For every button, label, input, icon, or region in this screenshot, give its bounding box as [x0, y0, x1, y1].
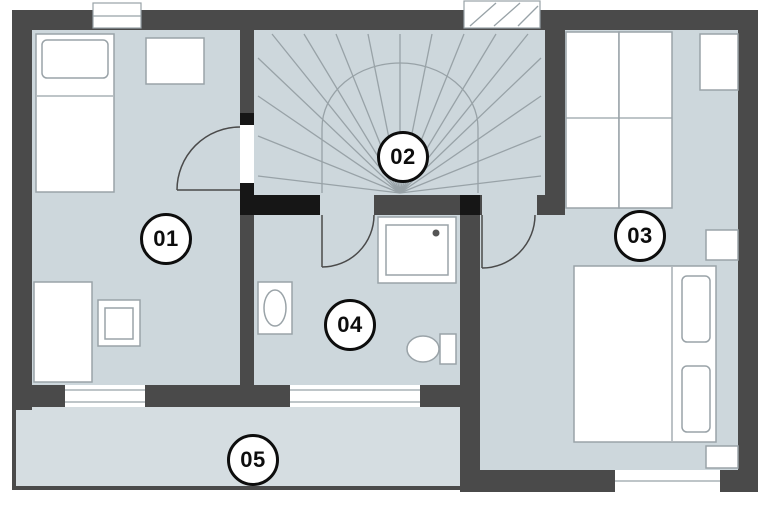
chimney-icon	[463, 0, 541, 29]
window	[65, 385, 145, 407]
doors	[176, 126, 536, 269]
wall-stub	[240, 183, 254, 215]
sink-basin	[263, 289, 287, 327]
room-number: 05	[240, 447, 266, 472]
pillow	[41, 39, 109, 79]
door-room01	[176, 126, 241, 191]
chimney-frame	[463, 0, 541, 29]
stair-tread	[399, 95, 542, 194]
chair-icon	[97, 299, 141, 347]
stair-tread	[257, 95, 401, 194]
room-03-furniture	[565, 31, 739, 469]
wardrobe-icon	[618, 31, 673, 209]
stair-walk-line	[321, 62, 479, 193]
wardrobe-outline	[565, 31, 620, 209]
door-swing-arc	[481, 214, 536, 269]
door-room03	[481, 214, 536, 269]
stair-tread	[399, 135, 542, 194]
roof-symbols	[92, 0, 541, 29]
double-bed-icon	[573, 265, 717, 443]
wall-stub	[254, 195, 320, 215]
wall-stub	[460, 195, 480, 215]
shower-drain	[432, 229, 440, 237]
chair-seat	[104, 307, 134, 340]
sink-icon	[257, 281, 293, 335]
door-swing-arc	[321, 214, 375, 268]
toilet-icon	[406, 333, 457, 365]
room-04-fixtures	[257, 216, 457, 365]
room-number: 03	[627, 223, 653, 248]
wardrobe-icon	[565, 31, 620, 209]
wall-room01-lower	[240, 190, 254, 387]
room-label-05: 05	[227, 434, 279, 486]
room-label-02: 02	[377, 131, 429, 183]
door-bathroom	[321, 214, 375, 268]
wall-stubs	[240, 113, 480, 215]
balcony-railing	[12, 407, 460, 490]
single-bed-icon	[35, 33, 115, 193]
room-label-03: 03	[614, 210, 666, 262]
room-number: 02	[390, 144, 416, 169]
stair-tread	[257, 57, 401, 194]
wall-stub	[240, 113, 254, 125]
nightstand-icon	[705, 445, 739, 469]
room-number: 04	[337, 312, 363, 337]
wall-right	[738, 10, 758, 492]
chimney-hatch	[469, 2, 497, 27]
roof-window-icon	[92, 2, 142, 29]
room-label-04: 04	[324, 299, 376, 351]
pillow	[681, 365, 711, 433]
toilet-bowl	[406, 335, 440, 363]
dresser-icon	[145, 37, 205, 85]
nightstand-icon	[705, 229, 739, 261]
stair-tread	[257, 175, 401, 194]
wall-top	[12, 10, 758, 30]
wall-left	[12, 10, 32, 410]
room-number: 01	[153, 226, 179, 251]
wall-bath-room03	[460, 195, 480, 490]
wall-room01-upper	[240, 30, 254, 125]
cabinet-icon	[699, 33, 739, 91]
wall-stairs-room03	[545, 30, 565, 215]
wardrobe-outline	[618, 31, 673, 209]
room-01-furniture	[33, 33, 205, 383]
desk-icon	[33, 281, 93, 383]
pillow	[681, 275, 711, 343]
window	[290, 385, 420, 407]
shower-icon	[377, 216, 457, 284]
room-label-01: 01	[140, 213, 192, 265]
toilet-tank	[439, 333, 457, 365]
wall-hall-c	[537, 195, 565, 215]
chimney-hatch	[517, 5, 539, 27]
chimney-hatch	[493, 2, 521, 27]
window-glass	[290, 385, 420, 407]
stair-tread	[399, 175, 542, 194]
wall-hall-b	[374, 195, 482, 215]
stair-tread	[257, 135, 401, 194]
window	[615, 470, 720, 492]
window-glass	[65, 385, 145, 407]
windows	[65, 385, 720, 492]
door-swing-arc	[176, 126, 241, 191]
